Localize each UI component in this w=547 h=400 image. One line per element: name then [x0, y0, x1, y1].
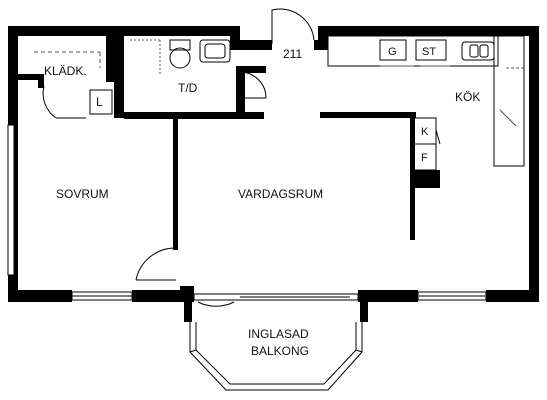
interior-walls — [14, 36, 440, 250]
windows — [7, 124, 487, 301]
room-label-kitchen: KÖK — [455, 90, 480, 104]
stove-label: G — [388, 46, 397, 58]
fridge-label: K — [421, 126, 429, 138]
freezer-label: F — [421, 152, 428, 164]
fridge-freezer-box — [415, 39, 447, 61]
exterior-walls — [8, 26, 539, 322]
bathroom-fixtures — [130, 39, 231, 74]
room-label-living: VARDAGSRUM — [238, 187, 323, 201]
fridge-freezer-label: ST — [422, 46, 436, 58]
room-label-closet: KLÄDK. — [44, 64, 87, 78]
room-label-balcony-line2: BALKONG — [251, 344, 309, 358]
apartment-number: 211 — [283, 47, 302, 61]
doors — [42, 8, 315, 307]
room-label-balcony-line1: INGLASAD — [248, 327, 309, 341]
stove-box — [379, 39, 407, 61]
freezer-box — [413, 143, 437, 171]
closet-rail — [34, 51, 101, 68]
room-label-linen: L — [96, 95, 103, 109]
linen-cupboard-box — [89, 89, 113, 115]
room-label-bath: T/D — [178, 81, 198, 95]
kitchen-counter — [327, 35, 525, 167]
room-label-bedroom: SOVRUM — [56, 187, 109, 201]
glazed-balcony — [189, 322, 363, 391]
